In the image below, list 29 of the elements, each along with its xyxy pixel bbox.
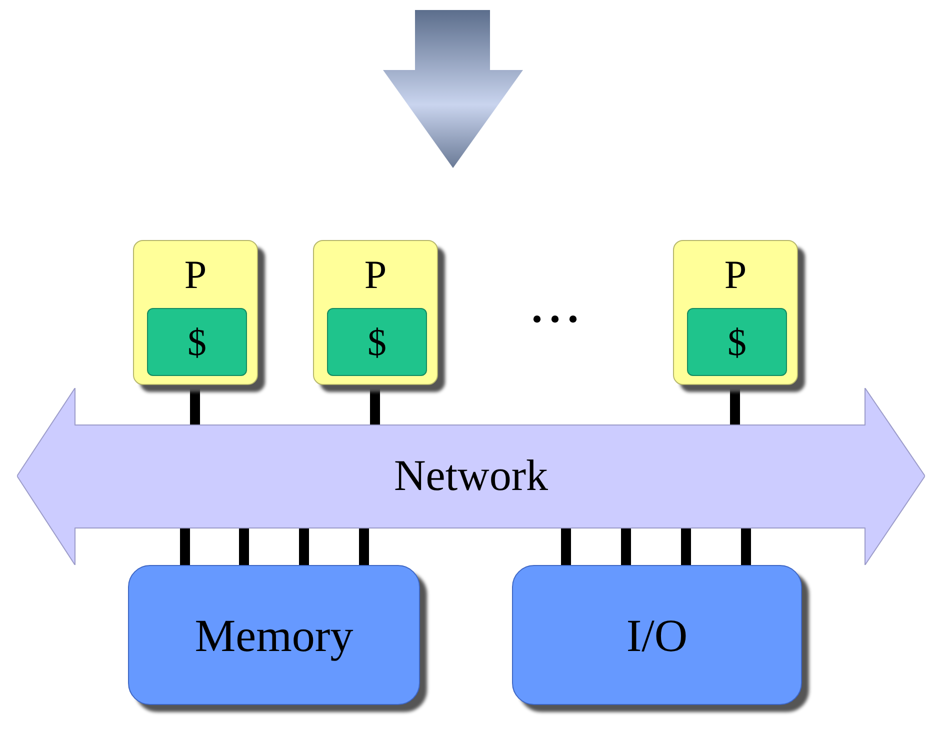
cache-box	[687, 308, 787, 376]
connector-line	[299, 528, 309, 565]
connector-line	[621, 528, 631, 565]
connector-line	[741, 528, 751, 565]
connector-line	[561, 528, 571, 565]
connector-line	[370, 385, 380, 425]
connector-line	[730, 385, 740, 425]
processor-label: P	[183, 251, 208, 299]
processor-box	[673, 240, 798, 385]
processor-label: P	[363, 251, 388, 299]
processor-label: P	[723, 251, 748, 299]
network-label: Network	[393, 450, 549, 502]
connector-line	[239, 528, 249, 565]
box-label: I/O	[625, 609, 689, 663]
connector-line	[190, 385, 200, 425]
cache-box	[147, 308, 247, 376]
memory-box	[128, 565, 420, 705]
connector-line	[681, 528, 691, 565]
cache-label: $	[726, 321, 748, 366]
cache-box	[327, 308, 427, 376]
box-label: Memory	[194, 609, 354, 663]
connector-line	[180, 528, 190, 565]
memory-box	[512, 565, 802, 705]
processor-box	[133, 240, 258, 385]
ellipsis-label: • • •	[530, 302, 580, 338]
cache-label: $	[366, 321, 388, 366]
cache-label: $	[186, 321, 208, 366]
connector-line	[359, 528, 369, 565]
processor-box	[313, 240, 438, 385]
